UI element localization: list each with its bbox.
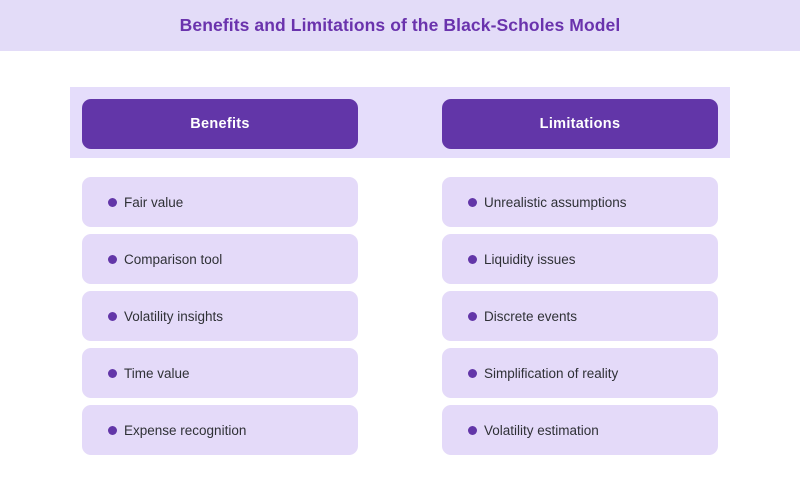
- list-item-label: Unrealistic assumptions: [484, 194, 627, 210]
- column-heading-benefits[interactable]: Benefits: [82, 99, 358, 149]
- list-item-label: Liquidity issues: [484, 251, 576, 267]
- bullet-dot-icon: [468, 197, 477, 207]
- list-item[interactable]: Fair value: [82, 177, 358, 227]
- comparison-columns: Fair value Comparison tool Volatility in…: [82, 177, 718, 455]
- list-item[interactable]: Comparison tool: [82, 234, 358, 284]
- column-heading-limitations[interactable]: Limitations: [442, 99, 718, 149]
- list-item-label: Comparison tool: [124, 251, 223, 267]
- column-limitations: Unrealistic assumptions Liquidity issues…: [442, 177, 718, 455]
- bullet-dot-icon: [108, 254, 117, 264]
- list-item[interactable]: Volatility estimation: [442, 405, 718, 455]
- list-item[interactable]: Discrete events: [442, 291, 718, 341]
- list-item-label: Fair value: [124, 194, 184, 210]
- bullet-dot-icon: [468, 254, 477, 264]
- column-heading-limitations-label: Limitations: [539, 116, 621, 132]
- column-benefits: Fair value Comparison tool Volatility in…: [82, 177, 358, 455]
- list-item-label: Volatility insights: [124, 308, 224, 324]
- bullet-dot-icon: [108, 311, 117, 321]
- page-title: Benefits and Limitations of the Black-Sc…: [179, 15, 621, 35]
- bullet-dot-icon: [108, 368, 117, 378]
- bullet-dot-icon: [468, 368, 477, 378]
- list-item-label: Expense recognition: [124, 422, 247, 438]
- list-item[interactable]: Unrealistic assumptions: [442, 177, 718, 227]
- list-item[interactable]: Volatility insights: [82, 291, 358, 341]
- bullet-dot-icon: [108, 425, 117, 435]
- bullet-dot-icon: [108, 197, 117, 207]
- title-banner: Benefits and Limitations of the Black-Sc…: [0, 0, 800, 51]
- list-item-label: Time value: [124, 365, 190, 381]
- list-item-label: Volatility estimation: [484, 422, 599, 438]
- bullet-dot-icon: [468, 311, 477, 321]
- list-item-label: Simplification of reality: [484, 365, 619, 381]
- list-item-label: Discrete events: [484, 308, 578, 324]
- list-item[interactable]: Time value: [82, 348, 358, 398]
- list-item[interactable]: Liquidity issues: [442, 234, 718, 284]
- bullet-dot-icon: [468, 425, 477, 435]
- list-item[interactable]: Expense recognition: [82, 405, 358, 455]
- column-heading-band: Benefits Limitations: [70, 87, 730, 158]
- column-heading-benefits-label: Benefits: [190, 116, 250, 132]
- list-item[interactable]: Simplification of reality: [442, 348, 718, 398]
